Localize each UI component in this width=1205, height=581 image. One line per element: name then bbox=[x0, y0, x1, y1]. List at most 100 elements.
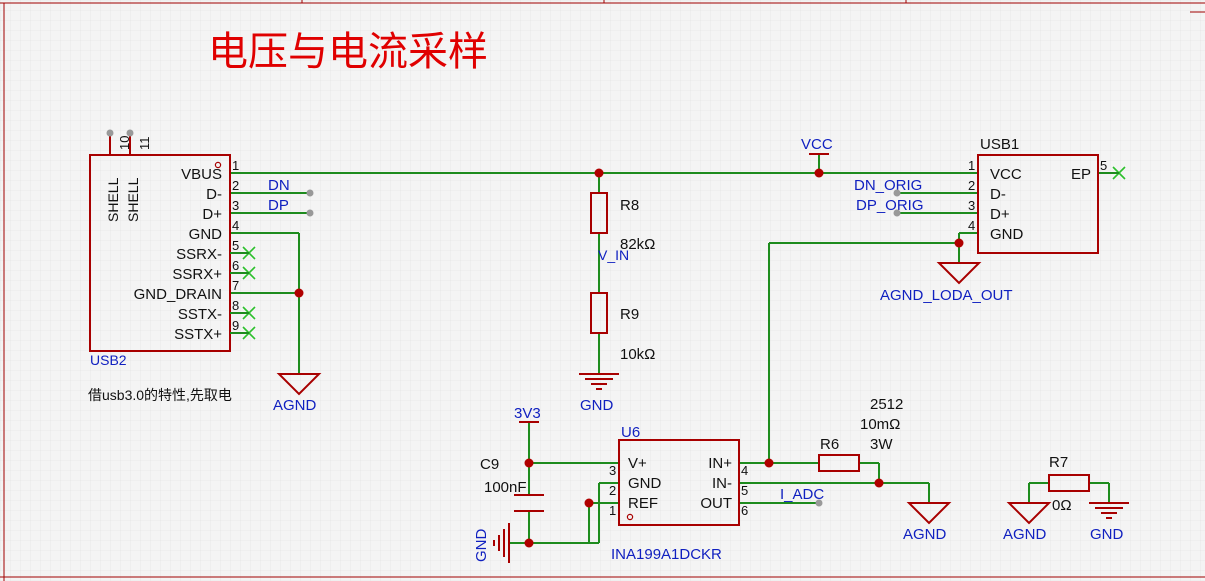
usb2-pin-name: SSTX+ bbox=[174, 326, 222, 343]
agnd-symbol-r7: AGND bbox=[1003, 502, 1052, 543]
agnd-symbol-r6: AGND bbox=[903, 502, 952, 543]
usb2-pin-num: 5 bbox=[232, 238, 239, 253]
agnd-loda-label: AGND_LODA_OUT bbox=[880, 287, 1013, 304]
junction-dot bbox=[524, 458, 534, 468]
usb1-ref: USB1 bbox=[980, 136, 1019, 153]
u6-right-pin-num: 6 bbox=[741, 503, 748, 518]
usb2-pin-num: 2 bbox=[232, 178, 239, 193]
usb2-pin-name: SSRX+ bbox=[172, 266, 222, 283]
usb2-pin-name: D- bbox=[206, 186, 222, 203]
usb1-pin-num: 2 bbox=[968, 178, 975, 193]
agnd-label: AGND bbox=[273, 397, 317, 414]
r9-ref: R9 bbox=[620, 306, 639, 323]
junction-dot bbox=[594, 168, 604, 178]
junction-dot bbox=[764, 458, 774, 468]
u6-right-pin-name: OUT bbox=[700, 495, 732, 512]
r7-ref: R7 bbox=[1049, 454, 1068, 471]
vcc-label: VCC bbox=[801, 136, 833, 153]
junction-dot bbox=[874, 478, 884, 488]
usb2-shell-a: SHELL bbox=[105, 177, 121, 222]
net-dp: DP bbox=[268, 197, 289, 214]
junction-dot bbox=[294, 288, 304, 298]
usb2-pin-num: 3 bbox=[232, 198, 239, 213]
usb2-pin-num: 9 bbox=[232, 318, 239, 333]
agnd-loda-symbol: AGND_LODA_OUT bbox=[880, 262, 1013, 304]
junction-dot bbox=[954, 238, 964, 248]
agnd-label-r7: AGND bbox=[1003, 526, 1047, 543]
r9-symbol: R9 10kΩ bbox=[590, 292, 655, 363]
u6-left-pin-name: GND bbox=[628, 475, 662, 492]
u6-part: INA199A1DCKR bbox=[611, 546, 722, 563]
gnd-symbol-u6 bbox=[493, 523, 510, 563]
c9-ref: C9 bbox=[480, 456, 499, 473]
c9-symbol bbox=[514, 494, 544, 512]
r6-value: 10mΩ bbox=[860, 416, 900, 433]
r6-package: 2512 bbox=[870, 396, 903, 413]
usb1-pin-name: VCC bbox=[990, 166, 1022, 183]
junction-dot bbox=[584, 498, 594, 508]
u6-left-pin-name: REF bbox=[628, 495, 658, 512]
u6-ref: U6 bbox=[621, 424, 640, 441]
usb2-pin-name: D+ bbox=[202, 206, 222, 223]
u6-left-pin-name: V+ bbox=[628, 455, 647, 472]
r6-power: 3W bbox=[870, 436, 893, 453]
u6-left-pin-num: 2 bbox=[609, 483, 616, 498]
wires bbox=[230, 154, 1110, 544]
usb2-pin-num: 7 bbox=[232, 278, 239, 293]
usb1-pin-name: D- bbox=[990, 186, 1006, 203]
usb2-shell-pin-b: 11 bbox=[137, 137, 152, 151]
usb2-pin-name: SSRX- bbox=[176, 246, 222, 263]
junctions bbox=[294, 168, 964, 548]
usb2-symbol: SHELL SHELL 10 11 VBUS1D-2D+3GND4SSRX-5S… bbox=[88, 129, 239, 403]
usb1-ep-name: EP bbox=[1071, 166, 1091, 183]
usb2-shell-b: SHELL bbox=[125, 177, 141, 222]
u6-right-pin-name: IN+ bbox=[708, 455, 732, 472]
r8-symbol: R8 82kΩ bbox=[590, 192, 655, 253]
agnd-label-r6: AGND bbox=[903, 526, 947, 543]
r8-ref: R8 bbox=[620, 197, 639, 214]
usb2-pin-name: VBUS bbox=[181, 166, 222, 183]
gnd-label-u6: GND bbox=[473, 529, 490, 563]
usb2-pin-num: 1 bbox=[232, 158, 239, 173]
r8-value: 82kΩ bbox=[620, 236, 655, 253]
net-dn: DN bbox=[268, 177, 290, 194]
junction-dot bbox=[814, 168, 824, 178]
agnd-symbol-usb2: AGND bbox=[273, 373, 322, 414]
usb2-pin-name: GND_DRAIN bbox=[134, 286, 222, 303]
usb1-pin-num: 1 bbox=[968, 158, 975, 173]
usb1-pin-num: 4 bbox=[968, 218, 975, 233]
vcc-port: VCC bbox=[801, 136, 833, 155]
usb2-pin-num: 4 bbox=[232, 218, 239, 233]
gnd-symbol-r9 bbox=[579, 373, 619, 390]
u6-left-pin-num: 1 bbox=[609, 503, 616, 518]
net-dp-orig: DP_ORIG bbox=[856, 197, 924, 214]
net-dn-orig: DN_ORIG bbox=[854, 177, 922, 194]
r6-symbol: R6 2512 10mΩ 3W bbox=[818, 396, 903, 472]
u6-right-pin-name: IN- bbox=[712, 475, 732, 492]
u6-right-pin-num: 5 bbox=[741, 483, 748, 498]
net-i-adc: I_ADC bbox=[780, 486, 824, 503]
usb1-pin-num: 3 bbox=[968, 198, 975, 213]
usb2-pin-num: 8 bbox=[232, 298, 239, 313]
sheet-border-ticks bbox=[301, 0, 1205, 13]
r6-ref: R6 bbox=[820, 436, 839, 453]
gnd-label-r7: GND bbox=[1090, 526, 1124, 543]
gnd-symbol-r7 bbox=[1089, 502, 1129, 519]
r7-symbol: R7 0Ω bbox=[1048, 454, 1090, 514]
usb1-ep-num: 5 bbox=[1100, 158, 1107, 173]
usb1-pin-name: D+ bbox=[990, 206, 1010, 223]
net-v-in: V_IN bbox=[598, 247, 629, 263]
r9-value: 10kΩ bbox=[620, 346, 655, 363]
usb1-pin-name: GND bbox=[990, 226, 1024, 243]
usb2-pin-name: GND bbox=[189, 226, 223, 243]
usb2-shell-pin-a: 10 bbox=[117, 136, 132, 150]
c9-value: 100nF bbox=[484, 479, 527, 496]
junction-dot bbox=[524, 538, 534, 548]
usb2-pin-name: SSTX- bbox=[178, 306, 222, 323]
r7-value: 0Ω bbox=[1052, 497, 1072, 514]
